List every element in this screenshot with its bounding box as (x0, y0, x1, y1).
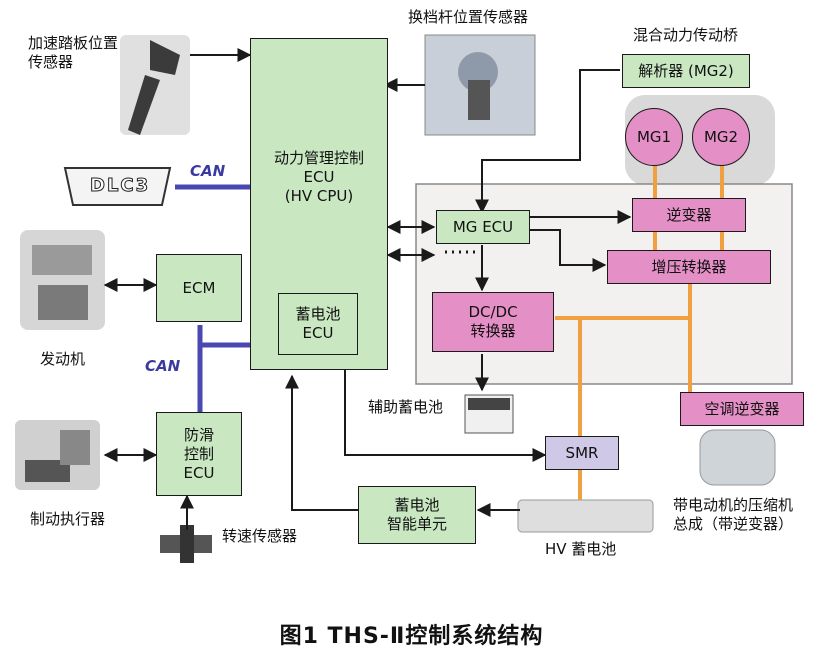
dlc3-connector (63, 167, 172, 206)
engine-photo (20, 230, 105, 330)
skid-control-ecu: 防滑 控制 ECU (156, 412, 242, 496)
mg-ecu: MG ECU (436, 210, 530, 244)
accel-sensor-label: 加速踏板位置 传感器 (28, 34, 119, 71)
battery-smart-unit: 蓄电池 智能单元 (358, 486, 476, 544)
shift-lever-photo (424, 34, 536, 136)
brake-actuator-label: 制动执行器 (30, 510, 106, 528)
engine-label: 发动机 (40, 350, 86, 368)
brake-actuator-photo (15, 420, 100, 490)
battery-ecu: 蓄电池 ECU (278, 293, 358, 355)
smr-box: SMR (545, 436, 619, 470)
compressor-label: 带电动机的压缩机 总成（带逆变器） (673, 496, 794, 533)
accel-pedal-photo (120, 35, 190, 135)
high-voltage-lines (555, 164, 724, 500)
mg2-motor: MG2 (692, 108, 750, 166)
can-label-top: CAN (190, 162, 226, 180)
hv-battery-photo (517, 499, 654, 533)
inverter-box: 逆变器 (632, 198, 746, 232)
can-label-bottom: CAN (145, 357, 181, 375)
signal-lines (103, 48, 632, 530)
hybrid-transaxle-label: 混合动力传动桥 (633, 26, 739, 44)
shift-sensor-label: 换档杆位置传感器 (408, 8, 529, 26)
dlc3-label: DLC3 (89, 175, 151, 196)
compressor-photo (699, 429, 776, 486)
ac-inverter: 空调逆变器 (680, 392, 804, 426)
can-bus (175, 184, 250, 412)
aux-battery-photo (464, 394, 514, 434)
resolver-mg2: 解析器 (MG2) (622, 54, 750, 88)
aux-battery-label: 辅助蓄电池 (368, 398, 444, 416)
dc-dc-converter: DC/DC 转换器 (432, 292, 554, 352)
speed-sensor-photo (160, 525, 212, 563)
ecm-box: ECM (156, 254, 242, 322)
speed-sensor-label: 转速传感器 (222, 527, 298, 545)
hv-battery-label: HV 蓄电池 (545, 540, 617, 558)
mg1-motor: MG1 (625, 108, 683, 166)
boost-converter: 增压转换器 (607, 250, 771, 284)
figure-caption: 图1 THS-Ⅱ控制系统结构 (279, 624, 544, 649)
